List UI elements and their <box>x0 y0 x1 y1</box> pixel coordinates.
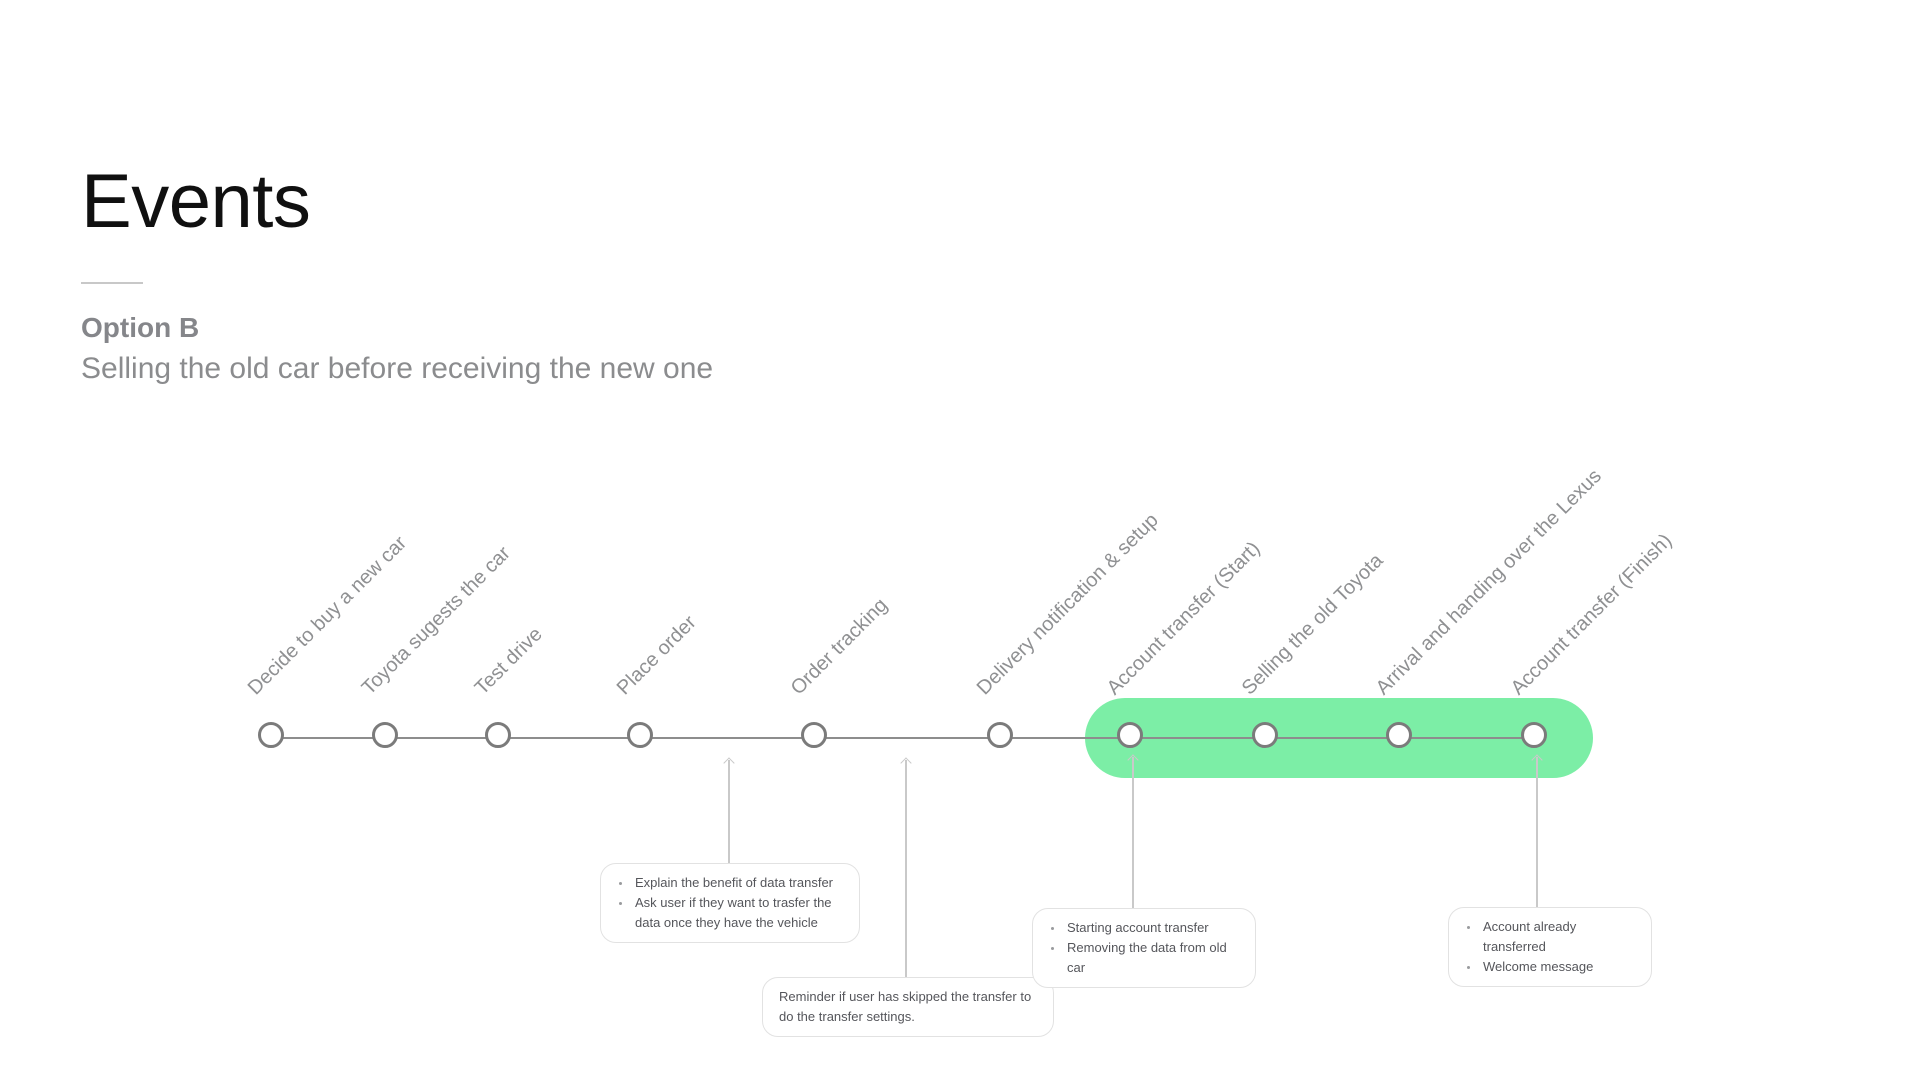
arrow-up-icon <box>722 757 735 769</box>
callout-transfer-finish: Account already transferredWelcome messa… <box>1448 907 1652 988</box>
timeline-node-7 <box>1117 722 1143 748</box>
timeline-label-3: Test drive <box>470 623 547 700</box>
arrow-up-icon <box>899 757 912 769</box>
title-divider <box>81 282 143 284</box>
timeline-node-1 <box>258 722 284 748</box>
callout-transfer-start-arrow <box>1132 757 1134 908</box>
timeline-node-10 <box>1521 722 1547 748</box>
timeline-node-5 <box>801 722 827 748</box>
option-description: Selling the old car before receiving the… <box>81 352 714 385</box>
callout-bullet: Starting account transfer <box>1064 918 1239 938</box>
page-title: Events <box>81 159 311 244</box>
timeline-node-8 <box>1252 722 1278 748</box>
callout-transfer-reminder-arrow <box>905 760 907 977</box>
callout-data-transfer-benefit-arrow <box>728 760 730 863</box>
callout-bullet: Ask user if they want to trasfer the dat… <box>632 893 843 933</box>
callout-data-transfer-benefit: Explain the benefit of data transferAsk … <box>600 863 860 944</box>
callout-transfer-finish-arrow <box>1536 757 1538 907</box>
timeline-node-4 <box>627 722 653 748</box>
callout-bullet: Removing the data from old car <box>1064 938 1239 978</box>
timeline-label-9: Arrival and handing over the Lexus <box>1371 465 1606 700</box>
option-label: Option B <box>81 312 200 343</box>
callout-bullet: Explain the benefit of data transfer <box>632 873 843 893</box>
timeline-label-4: Place order <box>612 611 701 700</box>
timeline-node-6 <box>987 722 1013 748</box>
callout-text: Reminder if user has skipped the transfe… <box>779 989 1032 1025</box>
timeline-node-2 <box>372 722 398 748</box>
callout-transfer-start: Starting account transferRemoving the da… <box>1032 908 1256 989</box>
callout-bullet: Welcome message <box>1480 957 1635 977</box>
timeline-node-3 <box>485 722 511 748</box>
timeline-label-5: Order tracking <box>786 594 892 700</box>
callout-transfer-reminder: Reminder if user has skipped the transfe… <box>762 977 1054 1038</box>
timeline-node-9 <box>1386 722 1412 748</box>
callout-bullet: Account already transferred <box>1480 917 1635 957</box>
timeline-label-8: Selling the old Toyota <box>1237 549 1388 700</box>
timeline-axis <box>274 737 1537 739</box>
